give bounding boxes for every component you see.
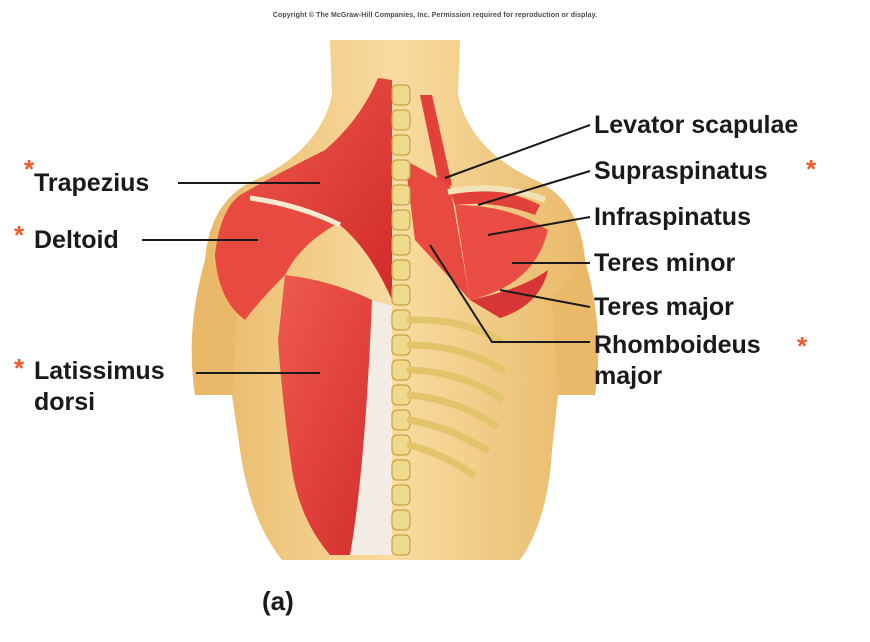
panel-label: (a) [262, 586, 294, 616]
thoracolumbar-fascia [350, 300, 392, 555]
label-rhomboideus-line1: Rhomboideus [594, 331, 761, 359]
rhomboid-muscle [405, 160, 470, 300]
label-infraspinatus: Infraspinatus [594, 203, 751, 231]
label-teres-minor: Teres minor [594, 249, 736, 277]
supraspinatus-muscle [450, 189, 540, 215]
label-deltoid: Deltoid [34, 226, 119, 254]
supraspinatus-asterisk: * [806, 154, 817, 184]
right-arm-skin [552, 260, 599, 395]
copyright-notice: Copyright © The McGraw-Hill Companies, I… [272, 12, 598, 19]
clavicle [249, 195, 342, 228]
levator-scapulae-muscle [420, 95, 452, 190]
rhomboideus-asterisk: * [797, 331, 808, 361]
deltoid-asterisk: * [14, 220, 25, 250]
label-rhomboideus-line2: major [594, 362, 663, 390]
leader-lines [142, 124, 591, 374]
label-levator-scapulae: Levator scapulae [594, 111, 799, 139]
label-supraspinatus: Supraspinatus [594, 157, 768, 185]
label-teres-major: Teres major [594, 293, 734, 321]
label-latissimus-line2: dorsi [34, 388, 96, 416]
trapezius-asterisk: * [24, 154, 35, 184]
label-latissimus-line1: Latissimus [34, 357, 165, 385]
deltoid-muscle [215, 195, 335, 320]
teres-muscles [470, 270, 548, 318]
trapezius-muscle [240, 78, 392, 300]
ribs [406, 316, 506, 478]
latissimus-asterisk: * [14, 353, 25, 383]
scapula-spine [447, 185, 547, 203]
spine [391, 84, 411, 556]
label-trapezius: Trapezius [34, 169, 150, 197]
